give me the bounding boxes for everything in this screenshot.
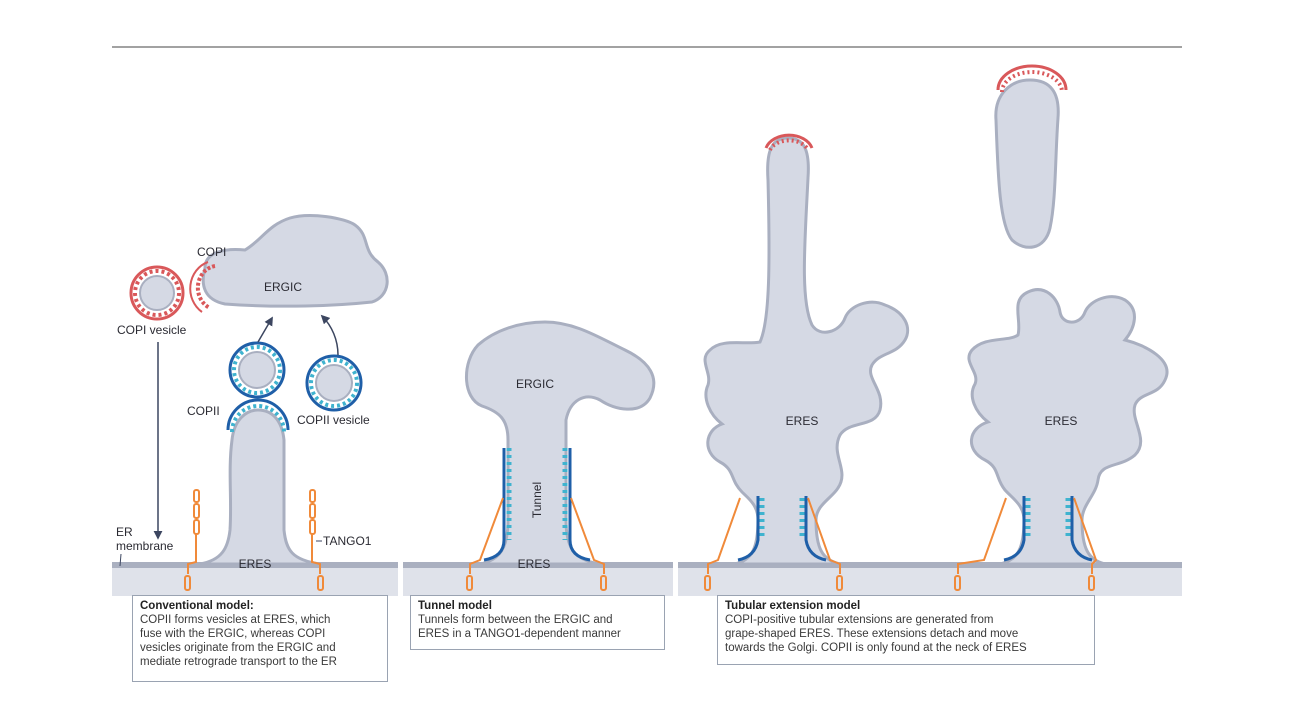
caption-tubular-extension-model: Tubular extension model COPI-positive tu… xyxy=(717,595,1095,665)
label-tango1: TANGO1 xyxy=(323,534,372,548)
copi-coat-detached xyxy=(996,64,1068,91)
label-er-membrane-line1: ER xyxy=(116,525,133,539)
label-eres-tunnel: ERES xyxy=(518,557,551,571)
panel-tubular-extension: ERES ERES xyxy=(703,64,1169,591)
eres-bud xyxy=(199,408,321,566)
copii-vesicle-budding xyxy=(228,341,286,399)
caption-text: COPII forms vesicles at ERES, which fuse… xyxy=(140,614,337,668)
label-copii: COPII xyxy=(187,404,220,418)
tango1-tunnel-left xyxy=(466,497,504,591)
copi-coat-detached-inner xyxy=(1000,70,1064,93)
tango1-tunnel-right xyxy=(570,497,607,591)
er-membrane-pointer xyxy=(119,553,122,567)
copi-coat-outer xyxy=(189,261,209,313)
eres-with-tubule xyxy=(703,136,910,566)
tango1-left xyxy=(184,489,200,591)
panel-tunnel: ERGIC Tunnel ERES xyxy=(465,320,656,591)
label-copi-vesicle: COPI vesicle xyxy=(117,323,187,337)
eres-grape xyxy=(967,288,1169,566)
copii-neck-1 xyxy=(737,496,760,562)
copii-neck-4 xyxy=(1070,496,1093,562)
tango1-right xyxy=(309,489,324,591)
label-eres-tubular-left: ERES xyxy=(786,414,819,428)
anterograde-arrow-1 xyxy=(257,316,273,343)
caption-title: Conventional model: xyxy=(140,600,254,612)
copi-coat-tubule-tip-inner xyxy=(768,138,810,152)
copii-coat-tunnel-right xyxy=(568,448,591,562)
copii-neck-3 xyxy=(1003,496,1026,562)
copii-coat xyxy=(226,398,290,431)
copi-coat-tubule-tip xyxy=(764,133,814,149)
ergic-eres-tunnel xyxy=(465,320,656,566)
caption-conventional-model: Conventional model: COPII forms vesicles… xyxy=(132,595,388,682)
caption-title: Tunnel model xyxy=(418,600,492,612)
ergic-organelle xyxy=(201,214,389,308)
label-eres: ERES xyxy=(239,557,272,571)
label-copii-vesicle: COPII vesicle xyxy=(297,413,370,427)
label-er-membrane-line2: membrane xyxy=(116,539,174,553)
label-eres-tubular-right: ERES xyxy=(1045,414,1078,428)
copii-neck-2 xyxy=(804,496,827,562)
copi-vesicle xyxy=(129,265,185,321)
copii-coat-tunnel-left xyxy=(483,448,506,562)
panel-conventional: ERGIC COPI COPI vesicle ER membrane ERES… xyxy=(116,214,389,591)
caption-text: COPI-positive tubular extensions are gen… xyxy=(725,614,1027,654)
caption-tunnel-model: Tunnel model Tunnels form between the ER… xyxy=(410,595,665,650)
er-membrane xyxy=(112,562,1182,596)
label-copi: COPI xyxy=(197,245,226,259)
copi-coat xyxy=(195,264,216,310)
caption-title: Tubular extension model xyxy=(725,600,861,612)
detached-tubule xyxy=(994,78,1060,249)
tango1-tubular xyxy=(704,497,1098,591)
anterograde-arrow-2 xyxy=(320,314,339,356)
copii-vesicle-free xyxy=(305,354,363,412)
caption-text: Tunnels form between the ERGIC and ERES … xyxy=(418,614,621,640)
label-ergic-tunnel: ERGIC xyxy=(516,377,554,391)
label-ergic: ERGIC xyxy=(264,280,302,294)
label-tunnel: Tunnel xyxy=(530,482,544,518)
